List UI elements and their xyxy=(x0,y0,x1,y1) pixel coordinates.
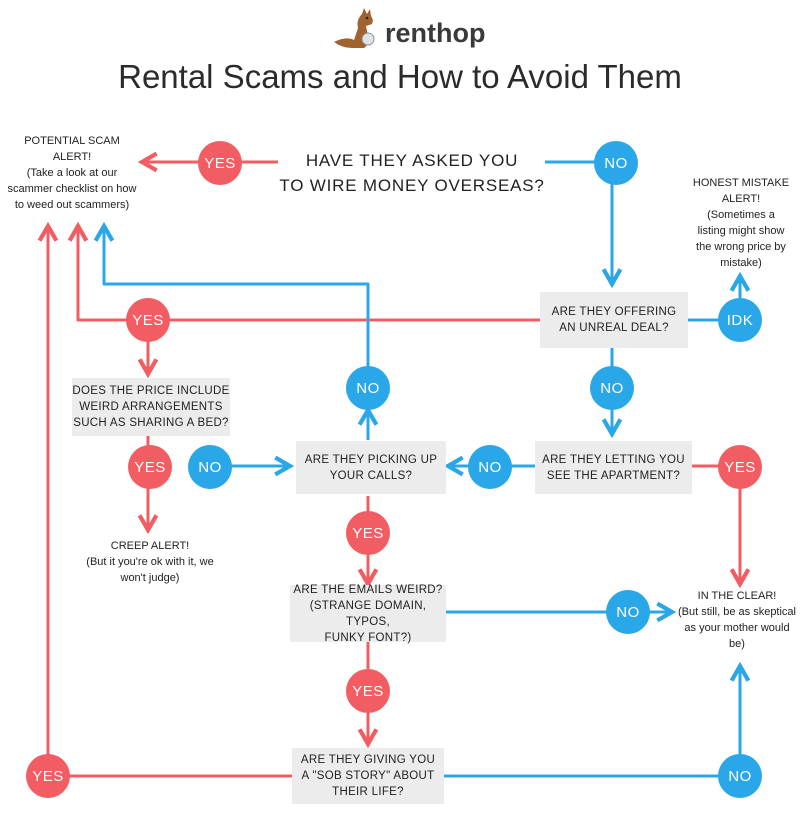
question-unreal-deal: ARE THEY OFFERING AN UNREAL DEAL? xyxy=(540,292,688,348)
question-picking-up-calls: ARE THEY PICKING UP YOUR CALLS? xyxy=(296,441,446,494)
question-see-apartment: ARE THEY LETTING YOU SEE THE APARTMENT? xyxy=(535,441,692,494)
kangaroo-logo xyxy=(334,8,375,48)
answer-no-emails: NO xyxy=(606,590,650,634)
edge-deal-yes-scam xyxy=(78,226,540,322)
answer-yes-emails: YES xyxy=(346,669,390,713)
edge-sob-no xyxy=(444,666,740,778)
answer-yes-calls: YES xyxy=(346,511,390,555)
page-title: Rental Scams and How to Avoid Them xyxy=(118,58,682,95)
question-wire-money: HAVE THEY ASKED YOU TO WIRE MONEY OVERSE… xyxy=(279,151,545,195)
brand-name: renthop xyxy=(385,18,486,48)
answer-yes-price: YES xyxy=(128,445,172,489)
answer-yes-see: YES xyxy=(718,445,762,489)
outcome-honest-mistake: HONEST MISTAKE ALERT! (Sometimes a listi… xyxy=(692,177,790,269)
outcome-in-the-clear: IN THE CLEAR! (But still, be as skeptica… xyxy=(678,590,796,650)
answer-no-wire: NO xyxy=(594,141,638,185)
answer-yes-sob: YES xyxy=(26,754,70,798)
question-weird-arrangements: DOES THE PRICE INCLUDE WEIRD ARRANGEMENT… xyxy=(72,378,230,436)
outcome-scam-alert: POTENTIAL SCAM ALERT! (Take a look at ou… xyxy=(7,135,137,211)
answer-no-see: NO xyxy=(468,445,512,489)
answer-no-price: NO xyxy=(188,445,232,489)
answer-no-calls: NO xyxy=(346,366,390,410)
answer-no-sob: NO xyxy=(718,754,762,798)
question-sob-story: ARE THEY GIVING YOU A "SOB STORY" ABOUT … xyxy=(292,748,444,804)
answer-no-deal: NO xyxy=(590,366,634,410)
answer-yes-wire: YES xyxy=(198,141,242,185)
edge-calls-no xyxy=(104,226,370,386)
question-weird-emails: ARE THE EMAILS WEIRD? (STRANGE DOMAIN, T… xyxy=(290,584,446,644)
answer-yes-deal: YES xyxy=(126,298,170,342)
answer-idk-deal: IDK xyxy=(718,298,762,342)
outcome-creep-alert: CREEP ALERT! (But it you're ok with it, … xyxy=(86,540,214,584)
edge-sob-yes xyxy=(48,226,292,778)
